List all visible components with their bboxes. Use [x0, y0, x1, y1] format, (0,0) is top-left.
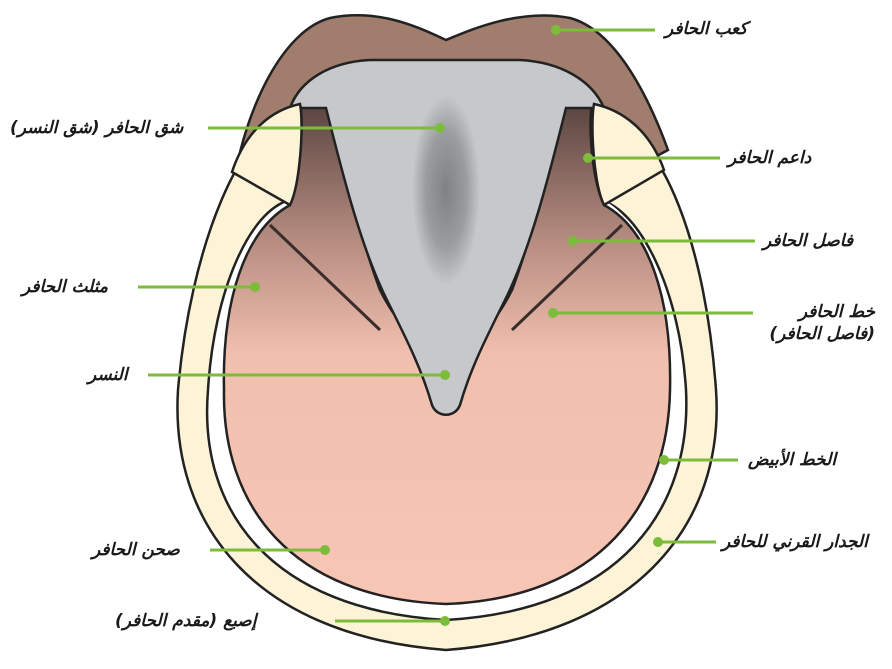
label-toe: إصبع (مقدم الحافر)	[115, 610, 256, 632]
label-frog: النسر	[88, 364, 128, 386]
frog-cleft	[412, 95, 480, 285]
label-seat-of-corn: مثلث الحافر	[22, 276, 108, 298]
label-heel-bulb: كعب الحافر	[665, 18, 747, 40]
label-white-line: الخط الأبيض	[748, 449, 836, 471]
label-heel-buttress: داعم الحافر	[728, 147, 811, 169]
label-bar-line-1: خط الحافر	[755, 301, 875, 323]
label-bar-line: خط الحافر (فاصل الحافر)	[755, 301, 875, 345]
label-frog-cleft: شق الحافر (شق النسر)	[10, 117, 183, 139]
label-sole: صحن الحافر	[92, 539, 180, 561]
label-bar-line-2: (فاصل الحافر)	[755, 323, 875, 345]
label-hoof-wall: الجدار القرني للحافر	[722, 531, 868, 553]
label-bar: فاصل الحافر	[763, 230, 853, 252]
